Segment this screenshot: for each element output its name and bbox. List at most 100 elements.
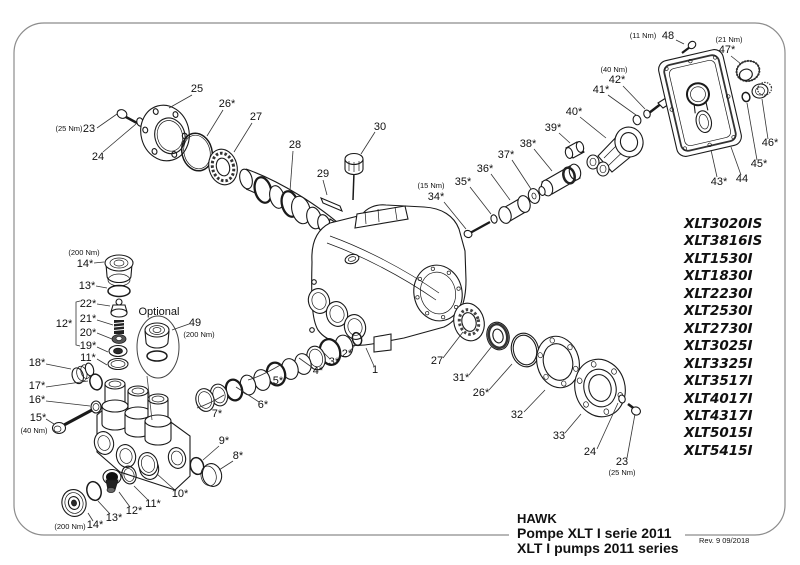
leader-line (596, 402, 619, 450)
seal-ring-10 (137, 452, 159, 476)
leader-line (93, 261, 105, 264)
part-label-40: 40* (566, 106, 583, 118)
torque-label: (40 Nm) (600, 65, 628, 74)
leader-line (626, 413, 636, 459)
part-label-42: 42* (609, 74, 626, 86)
part-label-47: 47* (719, 44, 736, 56)
leader-line (322, 179, 328, 196)
part-label-7: 7* (212, 408, 223, 420)
nut-16 (90, 400, 102, 414)
leader-line (218, 460, 234, 471)
leader-line (206, 109, 224, 137)
leader-line (202, 445, 220, 461)
part-label-19: 19* (80, 340, 97, 352)
bolt-23-right (627, 402, 641, 416)
optional-label: Optional (139, 306, 180, 318)
leader-line (321, 350, 331, 360)
part-label-6: 6* (258, 399, 269, 411)
model-item: XLT3025I (684, 338, 753, 355)
part-label-35: 35* (455, 176, 472, 188)
manifold-body (93, 378, 191, 491)
manifold-tower (144, 393, 172, 446)
part-label-11: 11* (145, 498, 161, 510)
oring-13-bottom (86, 480, 102, 502)
leader-line (710, 149, 718, 178)
model-item: XLT4317I (684, 407, 753, 424)
plunger-38 (538, 163, 582, 197)
leader-line (511, 159, 532, 190)
part-label-14: 14* (87, 519, 104, 531)
part-label-49: 49 (189, 317, 201, 329)
title-italian: Pompe XLT I serie 2011 (517, 525, 672, 541)
model-item: XLT2730I (684, 320, 753, 337)
shaft-key-29 (320, 196, 343, 213)
valve-poppet-22 (110, 298, 128, 318)
filler-cap-47 (735, 59, 761, 83)
revision-label: Rev. 9 09/2018 (699, 536, 750, 545)
part-label-11: 11* (80, 352, 96, 364)
connecting-rod-40 (586, 126, 644, 177)
plug-18 (71, 362, 95, 385)
part-label-39: 39* (545, 122, 562, 134)
bolt-23-left (116, 109, 138, 125)
part-label-29: 29 (317, 168, 329, 180)
manifold-tower (101, 378, 129, 431)
part-label-31: 31* (453, 372, 470, 384)
part-label-12: 12* (126, 505, 143, 517)
torque-label: (25 Nm) (608, 468, 636, 477)
leader-line (96, 332, 113, 340)
title-english: XLT I pumps 2011 series (517, 539, 679, 556)
brand-name: HAWK (517, 511, 557, 526)
oil-sight-glass (685, 82, 713, 134)
leader-line (442, 331, 464, 359)
part-label-24: 24 (92, 151, 104, 163)
leader-line (443, 201, 467, 230)
leader-line (289, 150, 294, 192)
leader-line (579, 116, 607, 139)
model-item: XLT5015I (684, 425, 753, 442)
model-item: XLT4017I (684, 390, 753, 407)
piston-bolt-34 (463, 221, 491, 239)
group-bracket (247, 363, 283, 381)
valve-cap-14-bottom (61, 489, 87, 517)
leader-line (45, 380, 89, 388)
leader-line (96, 358, 108, 366)
leader-line (235, 386, 260, 403)
oring-9 (189, 456, 205, 476)
part-label-22: 22* (80, 298, 97, 310)
cover-flange-33 (574, 358, 626, 418)
part-label-10: 10* (172, 488, 189, 500)
torque-label: (21 Nm) (715, 35, 743, 44)
leader-line (533, 148, 553, 172)
valve-spring-21 (113, 320, 125, 334)
part-label-45: 45* (751, 158, 768, 170)
crankcase-cover-44 (658, 49, 742, 157)
piston-guide-36 (498, 195, 531, 224)
bearing-flange-25 (140, 104, 190, 162)
leader-line (488, 363, 513, 391)
oil-seal-31 (486, 321, 510, 351)
part-label-27: 27 (250, 111, 262, 123)
group-bracket (75, 300, 81, 347)
oil-dipstick-30 (344, 152, 364, 201)
leader-line (468, 345, 493, 376)
oring-26-left (180, 132, 214, 172)
valve-12-bottom (102, 468, 122, 493)
washer-41 (632, 114, 642, 126)
leader-line (96, 113, 118, 129)
model-item: XLT3517I (684, 373, 753, 390)
part-label-24: 24 (584, 446, 596, 458)
valve-seat-19 (108, 344, 128, 358)
leader-line (298, 357, 314, 369)
torque-label: (25 Nm) (55, 124, 83, 133)
part-label-3: 3* (329, 356, 340, 368)
part-label-26: 26* (473, 387, 490, 399)
leader-line (349, 343, 357, 352)
part-label-16: 16* (29, 394, 46, 406)
oring-45 (741, 91, 751, 103)
plug-8 (200, 463, 223, 487)
leader-line (168, 94, 193, 109)
leader-line (233, 122, 253, 153)
torque-label: (200 Nm) (54, 522, 86, 531)
leader-line (730, 146, 742, 176)
